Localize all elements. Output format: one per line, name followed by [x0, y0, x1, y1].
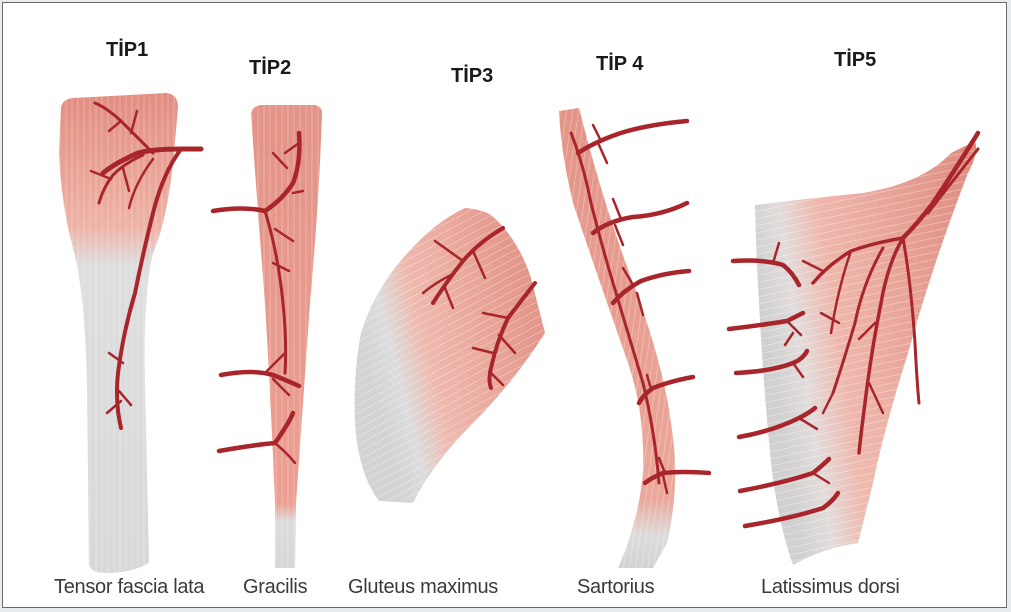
- muscle-label-gracilis: Gracilis: [243, 576, 307, 599]
- type-label-1: TİP1: [106, 39, 148, 62]
- type-label-5: TİP5: [834, 49, 876, 72]
- muscle-label-latissimus-dorsi: Latissimus dorsi: [761, 576, 900, 599]
- muscle-label-gluteus-maximus: Gluteus maximus: [348, 576, 498, 599]
- muscle-label-tensor-fascia-lata: Tensor fascia lata: [54, 576, 204, 599]
- type-label-2: TİP2: [249, 57, 291, 80]
- muscle-vascular-diagram: [3, 3, 1007, 608]
- latissimus-dorsi-muscle: [755, 141, 976, 565]
- type-label-4: TİP 4: [596, 53, 643, 76]
- sartorius-muscle: [559, 108, 675, 568]
- type-label-3: TİP3: [451, 65, 493, 88]
- muscle-label-sartorius: Sartorius: [577, 576, 654, 599]
